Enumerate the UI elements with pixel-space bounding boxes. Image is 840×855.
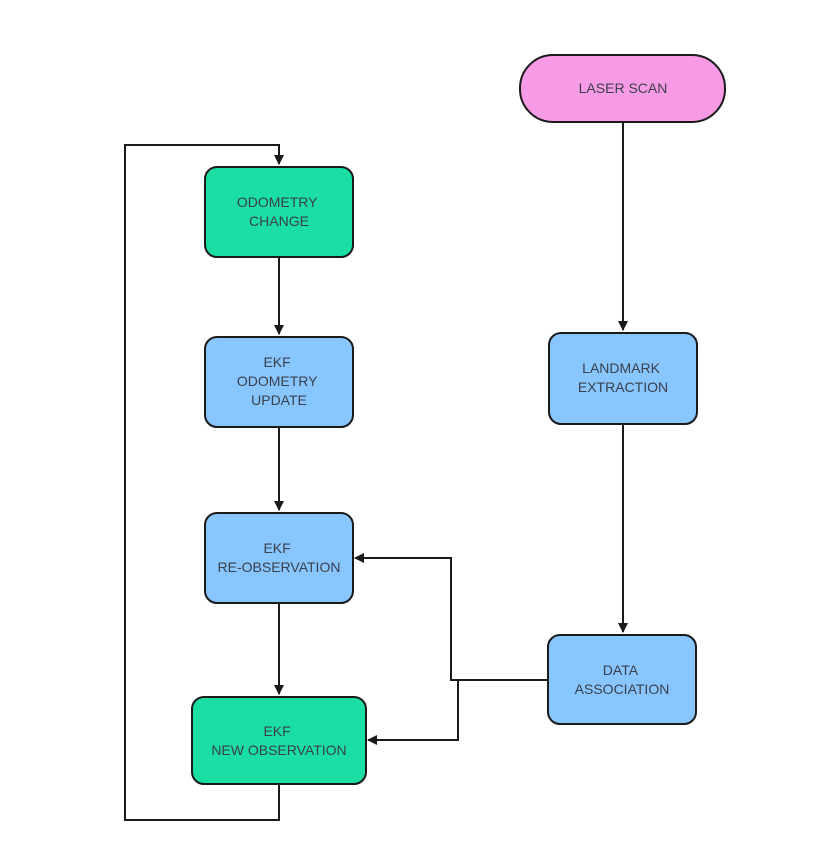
node-ekf-new-observation-line-1: EKF [263, 723, 290, 739]
node-landmark-extraction-line-2: EXTRACTION [578, 379, 668, 395]
node-ekf-new-observation: EKF NEW OBSERVATION [191, 696, 367, 785]
node-laser-scan-label: LASER SCAN [579, 80, 668, 96]
node-landmark-extraction-label: LANDMARK EXTRACTION [578, 360, 668, 395]
node-odometry-change: ODOMETRY CHANGE [204, 166, 354, 258]
node-odometry-change-shape [204, 166, 354, 258]
node-odometry-change-label: ODOMETRY CHANGE [237, 194, 321, 229]
node-ekf-re-observation-shape [204, 512, 354, 604]
node-data-association-line-2: ASSOCIATION [575, 681, 670, 697]
node-ekf-odometry-update: EKF ODOMETRY UPDATE [204, 336, 354, 428]
node-ekf-re-observation-line-2: RE-OBSERVATION [218, 559, 341, 575]
node-ekf-odometry-update-shape [204, 336, 354, 428]
node-ekf-re-observation: EKF RE-OBSERVATION [204, 512, 354, 604]
node-data-association-shape [547, 634, 697, 725]
node-ekf-odometry-update-line-2: ODOMETRY [237, 373, 318, 389]
node-ekf-re-observation-label: EKF RE-OBSERVATION [218, 540, 341, 575]
node-landmark-extraction-line-1: LANDMARK [582, 360, 660, 376]
node-data-association-label: DATA ASSOCIATION [575, 662, 670, 697]
node-laser-scan-shape [519, 54, 726, 123]
arrow-data-association-to-ekf-re-observation [354, 553, 548, 681]
arrow-feedback-loop-to-odometry-change [124, 144, 284, 821]
connectors [124, 122, 628, 821]
node-laser-scan-line-1: LASER SCAN [579, 80, 668, 96]
node-ekf-new-observation-label: EKF NEW OBSERVATION [211, 723, 346, 758]
node-odometry-change-line-1: ODOMETRY [237, 194, 318, 210]
node-ekf-re-observation-line-1: EKF [263, 540, 290, 556]
node-data-association: DATA ASSOCIATION [547, 634, 697, 725]
node-ekf-new-observation-line-2: NEW OBSERVATION [211, 742, 346, 758]
node-ekf-odometry-update-line-3: UPDATE [251, 392, 307, 408]
arrow-data-association-to-ekf-new-observation [367, 680, 459, 745]
node-landmark-extraction-shape [548, 332, 698, 425]
node-odometry-change-line-2: CHANGE [249, 213, 309, 229]
node-ekf-new-observation-shape [191, 696, 367, 785]
node-ekf-odometry-update-line-1: EKF [263, 354, 290, 370]
node-ekf-odometry-update-label: EKF ODOMETRY UPDATE [237, 354, 321, 408]
node-laser-scan: LASER SCAN [519, 54, 726, 123]
node-landmark-extraction: LANDMARK EXTRACTION [548, 332, 698, 425]
node-data-association-line-1: DATA [603, 662, 639, 678]
